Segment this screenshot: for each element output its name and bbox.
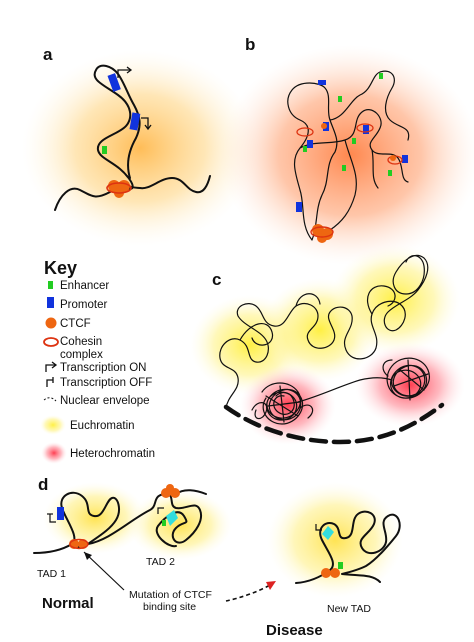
transcription-off-icon [47,513,56,523]
heterochromatin-glow [240,365,336,445]
enhancer-icon [48,281,53,289]
euchromatin-fiber [239,285,396,346]
chromatin-fiber [287,70,410,241]
heterochromatin-icon [41,442,67,464]
panel-b-letter: b [245,35,255,54]
key-cohesin-label-line2: complex [60,349,103,361]
transcription-on-icon [45,361,58,372]
disease-label: Disease [266,622,323,639]
normal-label: Normal [42,595,94,612]
panel-d: d TAD 1 TAD 2 Mutation of CTCF [33,475,403,639]
new-element-icon [322,526,334,540]
new-element-icon [166,510,178,526]
tad1-fiber [33,491,120,554]
transcription-off-icon [157,507,164,514]
key-euchromatin-label: Euchromatin [70,420,135,432]
mutation-label-line1: Mutation of CTCF [129,589,212,601]
nuclear-envelope [223,402,445,445]
euchromatin-glow [330,245,460,355]
heterochromatin-tangle [382,357,430,401]
new-tad-label: New TAD [327,603,371,615]
transcription-off-icon [315,524,322,531]
mutation-label-line2: binding site [143,601,196,613]
key-promoter-label: Promoter [60,299,107,311]
transcription-off-icon [46,377,54,387]
euchromatin-glow [43,482,147,554]
promoter-icon [47,297,54,308]
key-legend: Key Enhancer Promoter CTCF Cohesin compl… [40,258,155,464]
key-cohesin-label: Cohesin [60,336,102,348]
ctcf-cohesin-icon [321,568,340,578]
key-transcription-off-label: Transcription OFF [60,377,152,389]
tad1-label: TAD 1 [37,568,66,580]
panel-a: a [22,45,258,246]
heterochromatin-glow [355,343,465,427]
panel-c: c [190,245,465,445]
key-enhancer-label: Enhancer [60,280,109,292]
transcription-on-icon [117,66,152,131]
ctcf-cohesin-icon [296,123,403,243]
euchromatin-fiber [219,254,429,409]
enhancer-icon [162,520,166,526]
euchromatin-icon [40,415,66,435]
ctcf-icon [45,317,57,329]
mutation-arrow [83,551,125,591]
promoter-icon [107,73,141,131]
nuclear-envelope-icon [43,397,57,402]
euchromatin-glow [267,482,403,598]
cohesin-icon [43,337,59,347]
panel-b: b [220,35,474,265]
enhancer-icon [102,146,107,154]
ctcf-cohesin-icon [69,484,180,550]
panel-a-letter: a [43,45,53,64]
panel-c-letter: c [212,270,221,289]
panel-d-letter: d [38,475,48,494]
new-tad-fiber [295,510,401,584]
chromatin-fiber [297,377,393,403]
enhancer-icon [338,562,343,569]
active-chromatin-glow [220,45,474,265]
key-nuclear-envelope-label: Nuclear envelope [60,395,150,407]
heterochromatin-tangle [251,382,314,425]
active-chromatin-glow [22,50,258,246]
key-heterochromatin-label: Heterochromatin [70,448,155,460]
key-title: Key [44,258,77,278]
tad2-label: TAD 2 [146,556,175,568]
ctcf-cohesin-icon [106,180,132,198]
enhancer-icon [303,73,392,176]
disease-arrow [225,581,276,602]
key-ctcf-label: CTCF [60,318,91,330]
key-transcription-on-label: Transcription ON [60,362,147,374]
promoter-icon [57,507,64,520]
